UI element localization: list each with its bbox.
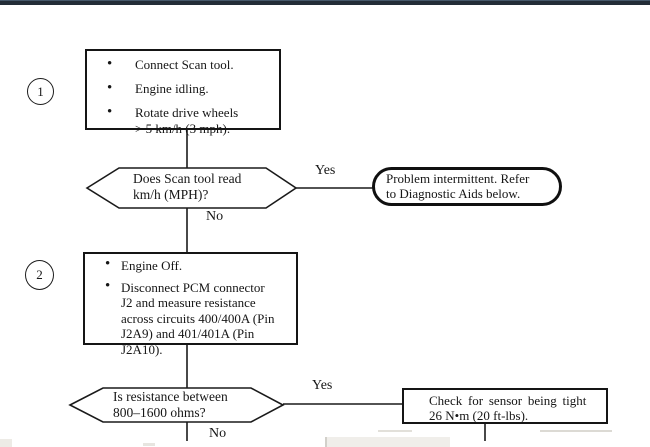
- terminal-problem-intermittent: Problem intermittent. Refer to Diagnosti…: [372, 167, 562, 206]
- list-item: Engine Off.: [85, 257, 296, 274]
- bullet-list: Connect Scan tool. Engine idling. Rotate…: [87, 51, 279, 137]
- scan-artifact: [143, 443, 155, 446]
- list-item: Engine idling.: [87, 80, 279, 97]
- bullet-line: across circuits 400/400A (Pin: [121, 310, 275, 326]
- scan-artifact: [540, 430, 612, 432]
- bullet-line: J2A10).: [121, 341, 163, 357]
- terminal-line: to Diagnostic Aids below.: [386, 185, 521, 201]
- action-box-connect-scan-tool: Connect Scan tool. Engine idling. Rotate…: [85, 49, 281, 136]
- step-marker-1: 1: [27, 78, 54, 105]
- edge-label-no: No: [206, 209, 224, 224]
- terminal-line: Problem intermittent. Refer: [386, 171, 530, 186]
- action-box-check-sensor-tight: Check for sensor being tight 26 N•m (20 …: [402, 388, 608, 424]
- decision-line: km/h (MPH)?: [133, 187, 209, 202]
- step-number: 2: [36, 267, 43, 282]
- bullet-line: Disconnect PCM connector: [121, 279, 265, 295]
- decision-shape-resistance: [68, 387, 285, 423]
- bullet-line: Rotate drive wheels: [135, 105, 239, 120]
- scan-artifact-cropped-box: [325, 437, 450, 447]
- bullet-line: Connect Scan tool.: [135, 57, 234, 72]
- decision-line: Is resistance between: [113, 389, 228, 404]
- action-box-disconnect-pcm: Engine Off. Disconnect PCM connector J2 …: [83, 252, 298, 357]
- decision-text-resistance: Is resistance between 800–1600 ohms?: [113, 389, 228, 420]
- scan-artifact: [378, 430, 412, 432]
- decision-text-scan-tool: Does Scan tool read km/h (MPH)?: [133, 171, 241, 203]
- list-item: Rotate drive wheels > 5 km/h (3 mph).: [87, 104, 279, 137]
- scan-top-edge-bar: [0, 0, 650, 5]
- decision-shape-scan-tool: [85, 167, 298, 209]
- step-marker-2: 2: [25, 260, 54, 290]
- list-item: Disconnect PCM connector J2 and measure …: [85, 279, 296, 358]
- bullet-line: Engine Off.: [121, 258, 183, 273]
- action-box-text: Check for sensor being tight 26 N•m (20 …: [404, 390, 606, 423]
- decision-line: Does Scan tool read: [133, 171, 242, 186]
- edge-label-no: No: [209, 426, 227, 441]
- bullet-line: J2 and measure resistance: [121, 295, 256, 311]
- action-line: Check for sensor being tight: [429, 393, 587, 408]
- decision-line: 800–1600 ohms?: [113, 404, 206, 420]
- list-item: Connect Scan tool.: [87, 56, 279, 73]
- bullet-line: > 5 km/h (3 mph).: [135, 121, 231, 136]
- action-line: 26 N•m (20 ft-lbs).: [429, 408, 529, 423]
- bullet-list: Engine Off. Disconnect PCM connector J2 …: [85, 254, 296, 358]
- bullet-line: Engine idling.: [135, 81, 209, 96]
- edge-label-yes: Yes: [312, 378, 333, 393]
- edge-label-yes: Yes: [315, 163, 336, 178]
- scan-artifact: [0, 439, 12, 447]
- step-number: 1: [37, 83, 44, 99]
- bullet-line: J2A9) and 401/401A (Pin: [121, 326, 255, 342]
